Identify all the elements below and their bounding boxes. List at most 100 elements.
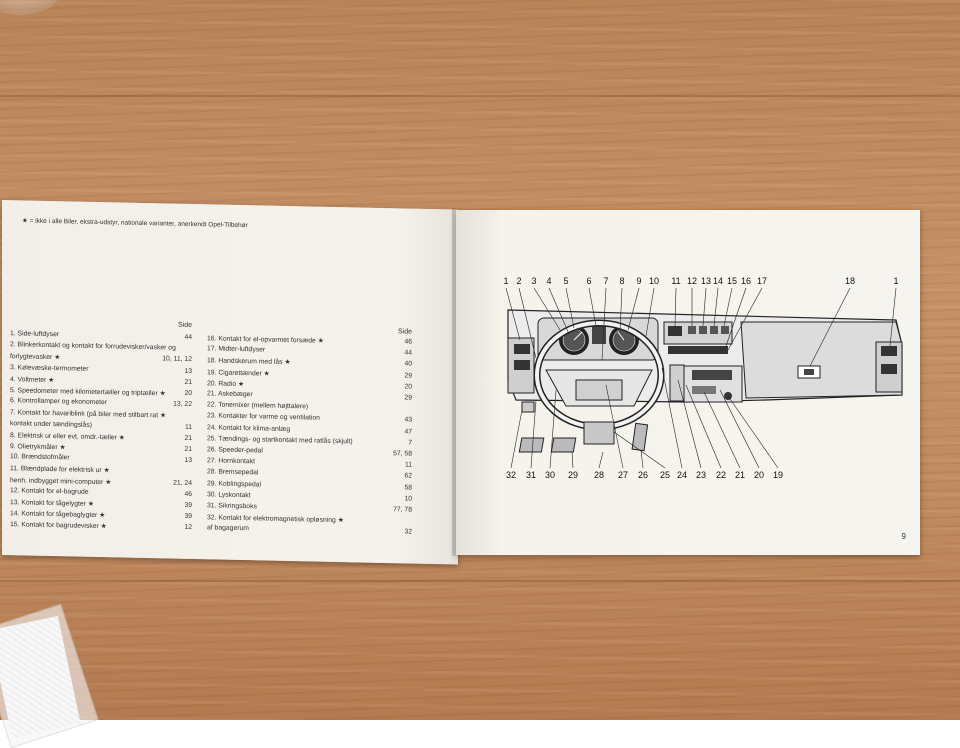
callout-number: 10 (649, 276, 659, 286)
index-entry-page: 20 (404, 383, 412, 391)
callout-number: 29 (568, 470, 578, 480)
index-entry: 22. Tonemixer (mellem højttalere) (207, 401, 412, 412)
callout-number: 16 (741, 276, 751, 286)
index-entry-page: 10 (404, 495, 412, 503)
index-entry-page: 21, 24 (173, 479, 192, 487)
index-entry: 16. Kontakt for el-opvarmet forsæde ★46 (207, 334, 412, 346)
index-entry-label: 9. Olietrykmåler ★ (10, 443, 66, 452)
callout-number: 2 (516, 276, 521, 286)
index-entry: 12. Kontakt for el-bagrude 46 (10, 487, 192, 498)
index-entry: 3. Kølevæske-termometer 13 (10, 364, 192, 375)
index-entry-page: 40 (404, 360, 412, 368)
callout-number: 7 (603, 276, 608, 286)
index-entry-page: 13 (184, 457, 192, 465)
index-entry: 9. Olietrykmåler ★ 21 (10, 442, 192, 454)
column-header-left: Side (178, 321, 193, 329)
index-entry: 23. Kontakter for varme og ventilation 43 (207, 413, 412, 424)
index-entry-label: 22. Tonemixer (mellem højttalere) (207, 401, 309, 411)
callout-number: 26 (638, 470, 648, 480)
callout-number: 15 (727, 276, 737, 286)
callout-number: 24 (677, 470, 687, 480)
index-entry-label: 12. Kontakt for el-bagrude (10, 486, 89, 496)
index-entry-page: 43 (404, 416, 412, 424)
index-entry-label: 7. Kontakt for havariblink (på biler med… (10, 409, 167, 420)
index-entry-page: 46 (184, 490, 192, 498)
callout-number: 31 (526, 470, 536, 480)
index-entry-page: 39 (184, 501, 192, 509)
index-entry-page: 21 (184, 445, 192, 453)
callout-number: 28 (594, 470, 604, 480)
index-entry-label: 23. Kontakter for varme og ventilation (207, 412, 320, 423)
index-entry-page: 11 (184, 423, 192, 431)
index-entry-page: 21 (184, 378, 192, 386)
index-entry-label: henh. indbygget mini-computer ★ (10, 476, 112, 486)
index-entry-page: 13 (184, 367, 192, 375)
index-entry: 32. Kontakt for elektromagnetisk opløsni… (207, 513, 412, 525)
index-entry-page: 39 (184, 513, 192, 521)
callout-number: 32 (506, 470, 516, 480)
wood-seam (0, 95, 960, 97)
index-entry-label: 8. Elektrisk ur eller evt. omdr.-tæller … (10, 431, 125, 442)
index-entry: 30. Lyskontakt 10 (207, 491, 412, 502)
index-entry-label: 21. Askebæger (207, 390, 253, 399)
callout-number: 3 (531, 276, 536, 286)
callout-number: 8 (619, 276, 624, 286)
index-entry-page: 32 (404, 528, 412, 536)
callout-number: 20 (754, 470, 764, 480)
index-entry-label: 27. Hornkontakt (207, 457, 255, 466)
index-entry-label: 2. Blinkerkontakt og kontakt for forrude… (10, 341, 176, 352)
index-entry: 2. Blinkerkontakt og kontakt for forrude… (10, 341, 192, 352)
index-entry-label: 3. Kølevæske-termometer (10, 363, 89, 373)
index-entry-label: 19. Cigarettænder ★ (207, 368, 270, 378)
callout-number: 9 (636, 276, 641, 286)
callout-number: 11 (671, 276, 680, 286)
index-entry-label: 30. Lyskontakt (207, 491, 251, 500)
index-entry-label: 31. Sikringsboks (207, 502, 257, 511)
callout-number: 13 (701, 276, 711, 286)
index-entry: 15. Kontakt for bagrudevisker ★12 (10, 521, 192, 533)
index-entry-label: 16. Kontakt for el-opvarmet forsæde ★ (207, 335, 324, 345)
callout-number: 1 (503, 276, 508, 286)
callout-number: 22 (716, 470, 726, 480)
callout-number: 17 (757, 276, 767, 286)
index-entry-page: 10, 11, 12 (162, 355, 192, 364)
index-entry: 11. Blændplade for elektrisk ur ★ (10, 465, 192, 477)
index-entry-label: 18. Handskerum med lås ★ (207, 357, 291, 367)
page-number: 9 (901, 532, 906, 541)
index-entry-label: 6. Kontrollamper og ekonometer (10, 397, 108, 407)
index-entry: af bagagerum 32 (207, 525, 412, 536)
index-entry-label: 24. Kontakt for klima-anlæg (207, 423, 291, 433)
index-entry-label: 10. Brændstofmåler (10, 453, 70, 462)
column-header-right: Side (398, 328, 413, 336)
index-entry-page: 20 (184, 389, 192, 397)
footnote: ★ = ikke i alle Biler, ekstra-udstyr, na… (22, 217, 248, 230)
index-entry-label: 11. Blændplade for elektrisk ur ★ (10, 465, 110, 475)
index-entry-page: 58 (404, 484, 412, 492)
callout-number: 6 (586, 276, 591, 286)
index-entry: 25. Tændings- og startkontakt med ratlås… (207, 435, 412, 446)
index-entry-page: 62 (404, 472, 412, 480)
index-entry: 14. Kontakt for tågebaglygter ★ 39 (10, 509, 192, 521)
index-entry: kontakt under tændingslås)11 (10, 420, 192, 431)
callout-number: 21 (735, 470, 745, 480)
index-entry-label: af bagagerum (207, 524, 249, 533)
index-entry: 28. Bremsepedal 62 (207, 469, 412, 480)
index-entry-page: 29 (404, 372, 412, 380)
index-entry-label: 28. Bremsepedal (207, 468, 259, 477)
index-entry-label: 26. Speeder-pedal (207, 446, 263, 455)
index-entry-label: 17. Midter-luftdyser (207, 345, 266, 354)
index-entry-page: 77, 78 (393, 506, 412, 514)
index-entry-label: 25. Tændings- og startkontakt med ratlås… (207, 435, 353, 446)
index-entry: 31. Sikringsboks 77, 78 (207, 502, 412, 513)
index-entry-page: 44 (184, 333, 192, 341)
index-entry-label: 14. Kontakt for tågebaglygter ★ (10, 510, 106, 520)
index-entry: 18. Handskerum med lås ★ 40 (207, 357, 412, 369)
index-entry-page: 21 (184, 434, 192, 442)
index-entry-label: 15. Kontakt for bagrudevisker ★ (10, 521, 107, 531)
